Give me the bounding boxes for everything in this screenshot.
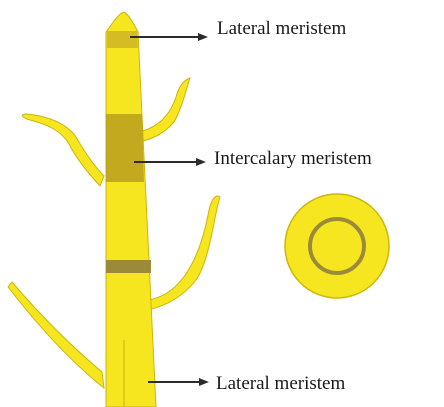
stem-cross-section [285,194,389,298]
label-lateral-meristem-bottom: Lateral meristem [216,374,345,393]
label-lateral-meristem-top: Lateral meristem [217,19,346,38]
arrow-top [130,33,208,41]
leaf-upper-left [23,114,104,186]
arrow-bottom [148,378,209,386]
leaf-lower-right [148,196,220,310]
label-intercalary-meristem: Intercalary meristem [214,149,372,168]
meristem-band [106,260,151,273]
leaf-lower-left [8,282,104,388]
apical-meristem-region [107,31,138,48]
leaf-upper-right [138,78,190,142]
main-stem [106,12,156,407]
intercalary-meristem-region [106,114,144,182]
